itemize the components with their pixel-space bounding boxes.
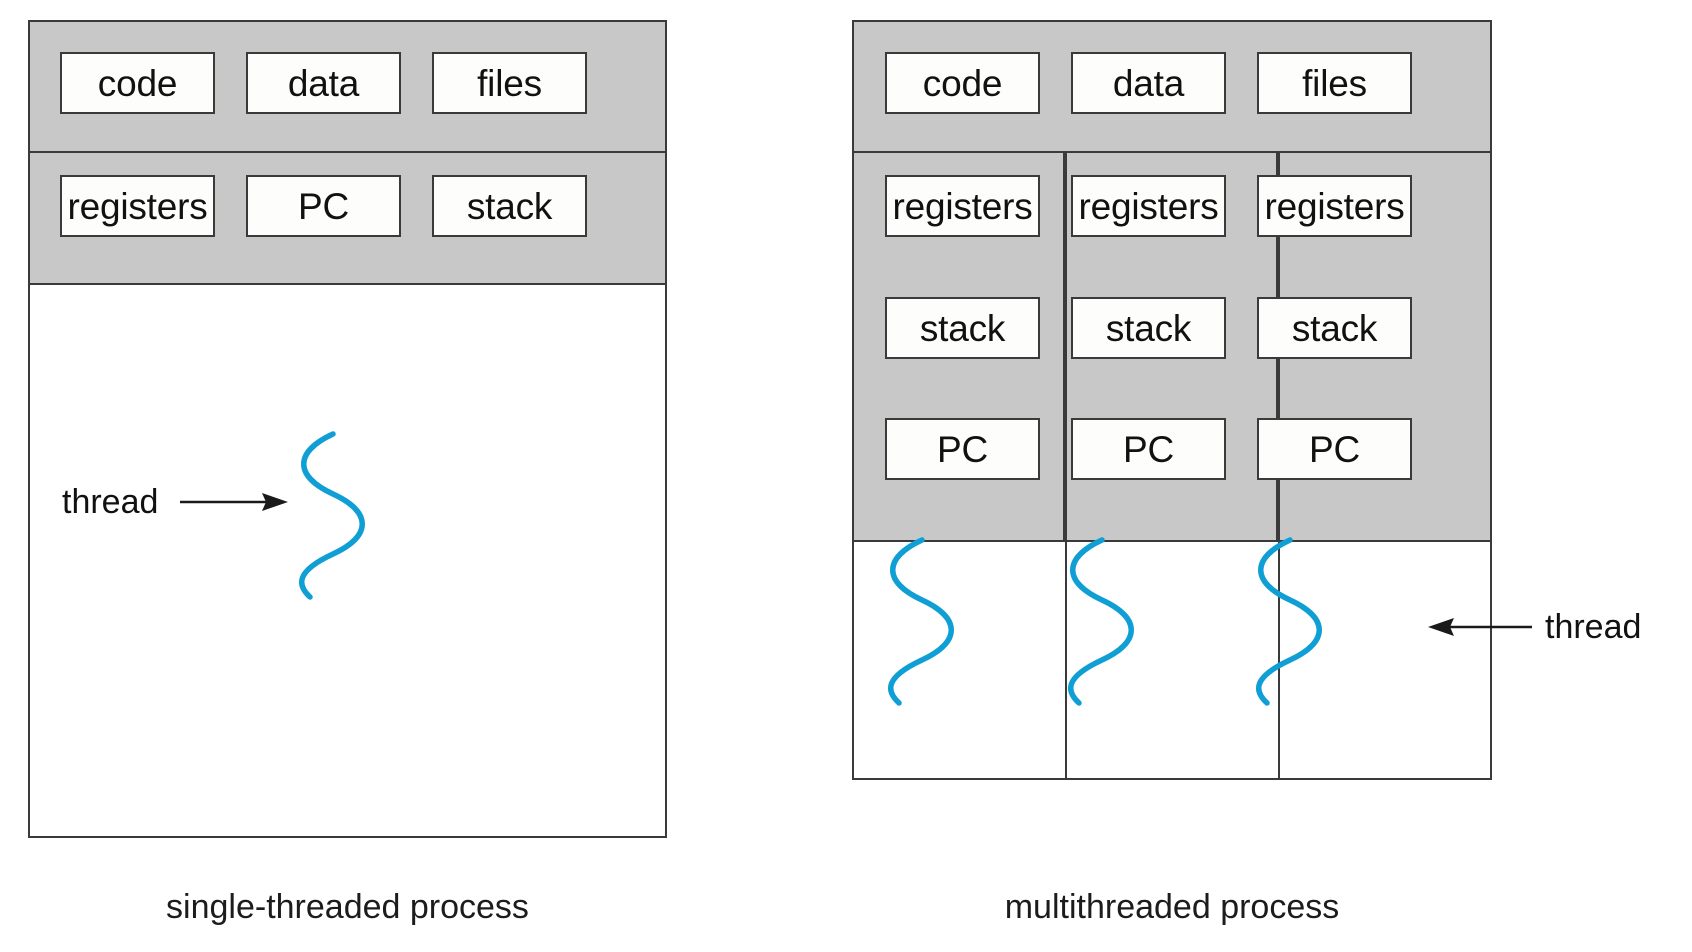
left-shared-cell-files: files <box>432 52 587 114</box>
thread-3-cell-registers: registers <box>1257 175 1412 237</box>
cell-label: registers <box>1264 185 1405 227</box>
cell-label: stack <box>466 185 553 227</box>
left-shared-cell-data: data <box>246 52 401 114</box>
left-panel-caption: single-threaded process <box>28 890 667 924</box>
cell-label: code <box>922 62 1003 104</box>
cell-label: data <box>1112 62 1185 104</box>
right-shared-cell-files: files <box>1257 52 1412 114</box>
cell-label: code <box>97 62 178 104</box>
left-thread-cell-stack: stack <box>432 175 587 237</box>
left-thread-cell-registers: registers <box>60 175 215 237</box>
cell-label: data <box>287 62 360 104</box>
cell-label: PC <box>1123 428 1174 470</box>
cell-label: PC <box>298 185 349 227</box>
left-shared-cell-code: code <box>60 52 215 114</box>
cell-label: PC <box>1309 428 1360 470</box>
cell-label: files <box>477 62 542 104</box>
cell-label: registers <box>892 185 1033 227</box>
cell-label: registers <box>1078 185 1219 227</box>
cell-label: files <box>1302 62 1367 104</box>
cell-label: stack <box>1291 307 1378 349</box>
left-thread-cell-pc: PC <box>246 175 401 237</box>
right-panel-caption: multithreaded process <box>852 890 1492 924</box>
thread-3-cell-pc: PC <box>1257 418 1412 480</box>
caption-text: multithreaded process <box>1004 888 1340 926</box>
thread-3-cell-stack: stack <box>1257 297 1412 359</box>
right-thread-annotation-label: thread <box>1545 610 1641 644</box>
thread-1-cell-pc: PC <box>885 418 1040 480</box>
thread-2-cell-stack: stack <box>1071 297 1226 359</box>
thread-2-cell-registers: registers <box>1071 175 1226 237</box>
caption-text: single-threaded process <box>166 888 529 926</box>
right-shared-cell-code: code <box>885 52 1040 114</box>
cell-label: stack <box>919 307 1006 349</box>
thread-1-cell-stack: stack <box>885 297 1040 359</box>
cell-label: stack <box>1105 307 1192 349</box>
annotation-text: thread <box>62 483 159 521</box>
annotation-text: thread <box>1545 608 1642 646</box>
right-shared-cell-data: data <box>1071 52 1226 114</box>
thread-2-cell-pc: PC <box>1071 418 1226 480</box>
thread-1-cell-registers: registers <box>885 175 1040 237</box>
cell-label: registers <box>67 185 208 227</box>
cell-label: PC <box>937 428 988 470</box>
left-thread-annotation-label: thread <box>62 485 158 519</box>
